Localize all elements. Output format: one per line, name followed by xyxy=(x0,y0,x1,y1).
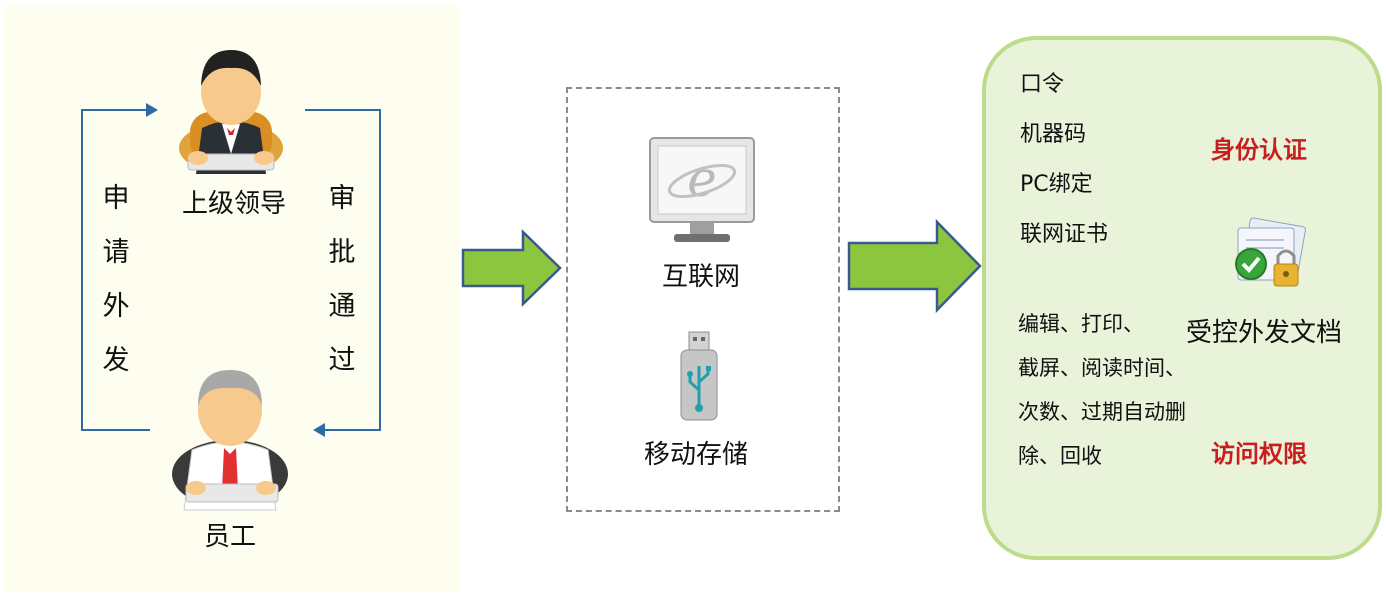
employee-avatar-icon xyxy=(172,370,288,511)
svg-text:e: e xyxy=(687,150,717,208)
approve-arrowhead xyxy=(313,423,325,437)
internet-explorer-monitor-icon: e xyxy=(649,137,755,242)
approve-char: 批 xyxy=(328,237,356,268)
approve-char: 审 xyxy=(328,183,356,214)
usb-drive-icon xyxy=(680,331,718,421)
leader-avatar-icon xyxy=(179,50,283,174)
request-char: 外 xyxy=(102,291,130,322)
secure-document-icon xyxy=(1235,217,1306,287)
auth-item: 口令 xyxy=(1020,72,1065,97)
auth-item: 机器码 xyxy=(1020,122,1087,147)
approve-text: 审 批 通 过 xyxy=(327,172,357,388)
document-label: 受控外发文档 xyxy=(1186,318,1343,348)
approve-char: 通 xyxy=(328,291,356,322)
request-line xyxy=(81,109,156,431)
approve-char: 过 xyxy=(328,345,356,376)
permission-line: 编辑、打印、 xyxy=(1018,312,1144,336)
request-char: 申 xyxy=(102,183,130,214)
request-text: 申 请 外 发 xyxy=(101,172,131,388)
employee-label: 员工 xyxy=(204,522,257,552)
leader-label: 上级领导 xyxy=(182,189,287,219)
usb-label: 移动存储 xyxy=(644,440,749,470)
flow-arrow-2 xyxy=(847,218,982,314)
control-panel xyxy=(982,36,1382,560)
permission-line: 截屏、阅读时间、 xyxy=(1018,356,1186,380)
flow-arrow-1 xyxy=(461,229,562,307)
request-arrowhead xyxy=(146,103,158,117)
permission-list: 编辑、打印、 截屏、阅读时间、 次数、过期自动删 除、回收 xyxy=(1018,302,1186,478)
permission-line: 次数、过期自动删 xyxy=(1018,400,1186,424)
auth-item: PC绑定 xyxy=(1020,172,1093,197)
request-char: 请 xyxy=(102,237,130,268)
access-title: 访问权限 xyxy=(1211,440,1307,468)
auth-item: 联网证书 xyxy=(1020,222,1109,247)
permission-line: 除、回收 xyxy=(1018,444,1102,468)
channel-panel xyxy=(566,87,840,512)
internet-label: 互联网 xyxy=(662,262,741,292)
approve-line xyxy=(305,109,381,431)
identity-title: 身份认证 xyxy=(1211,136,1307,164)
request-char: 发 xyxy=(102,345,130,376)
